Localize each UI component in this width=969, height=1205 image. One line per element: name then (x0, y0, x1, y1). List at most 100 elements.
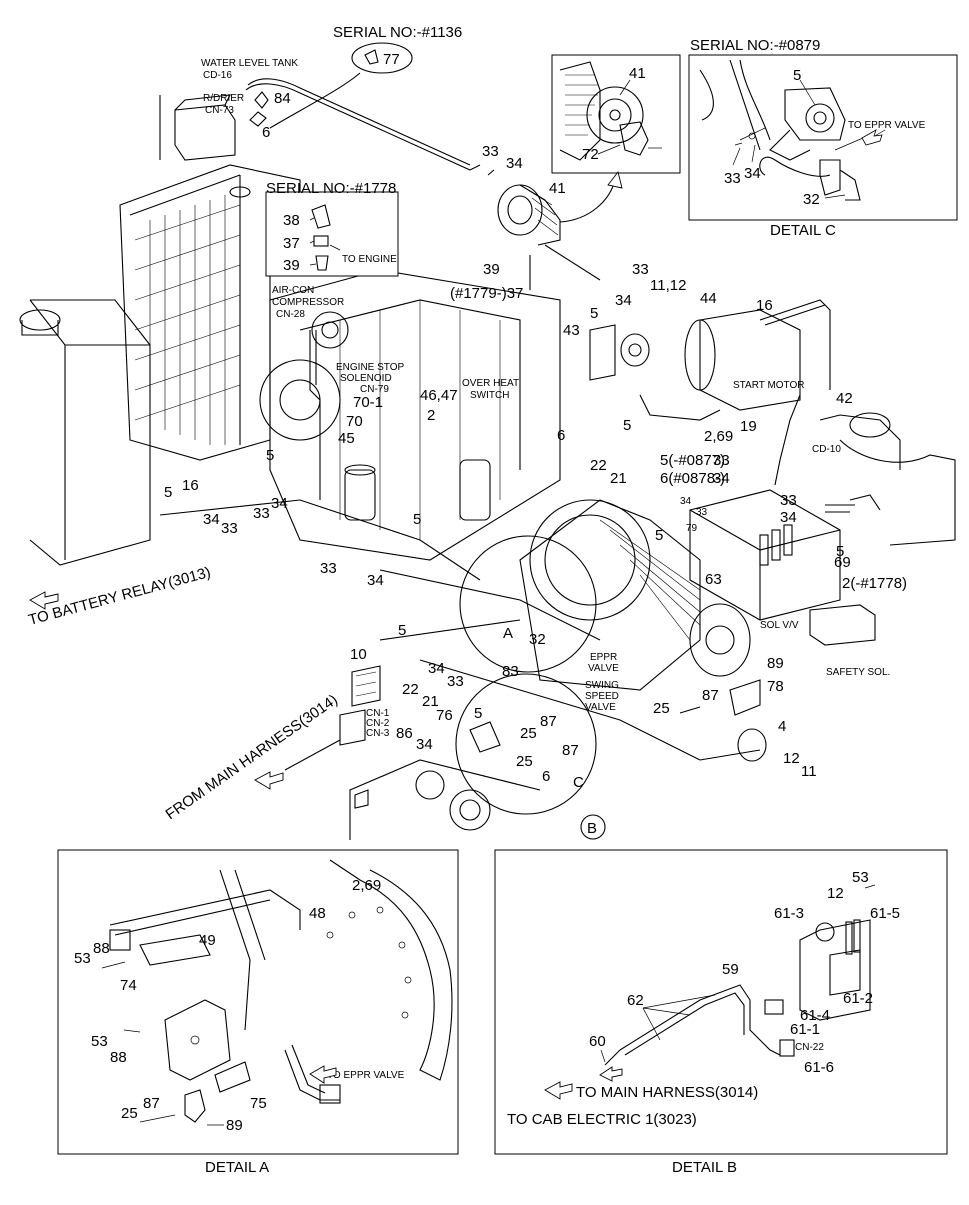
callout-37: 37 (283, 235, 300, 252)
callout-74: 74 (120, 977, 137, 994)
note-speed: SPEED (585, 691, 619, 702)
callout-34-far: 34 (780, 509, 797, 526)
lower-right-callouts: 89 78 87 25 4 12 11 (653, 655, 817, 780)
callout-21-mid: 21 (610, 470, 627, 487)
note-over-heat: OVER HEAT (462, 378, 519, 389)
note-to-cab-electric: TO CAB ELECTRIC 1(3023) (507, 1111, 697, 1128)
callout-33-left-b: 33 (253, 505, 270, 522)
serial-label-1778: SERIAL NO:-#1778 (266, 180, 396, 197)
callout-87-c1: 87 (540, 713, 557, 730)
callout-53-detail-b: 53 (852, 869, 869, 886)
callout-33-mid: 33 (713, 452, 730, 469)
note-cd16: CD-16 (203, 70, 232, 81)
note-valve-2: VALVE (585, 702, 616, 713)
detail-c-title: DETAIL C (770, 222, 836, 239)
note-to-main-harness-b: TO MAIN HARNESS(3014) (576, 1084, 758, 1101)
callout-5-lower: 5 (398, 622, 406, 639)
callout-42: 42 (836, 390, 853, 407)
callout-21-lower: 21 (422, 693, 439, 710)
callout-77: 77 (383, 51, 400, 68)
note-cn73: CN-73 (205, 105, 234, 116)
callout-33-left: 33 (221, 520, 238, 537)
callout-61-5: 61-5 (870, 905, 900, 922)
label-c: C (573, 774, 584, 791)
note-water-level-tank: WATER LEVEL TANK (201, 58, 298, 69)
callout-41-inset: 41 (629, 65, 646, 82)
callout-86: 86 (396, 725, 413, 742)
note-start-motor: START MOTOR (733, 380, 805, 391)
callout-5-center: 5 (413, 511, 421, 528)
note-solenoid: SOLENOID (340, 373, 392, 384)
callout-2-69-detail-a: 2,69 (352, 877, 381, 894)
callout-32-main: 32 (529, 631, 546, 648)
callout-16-left: 16 (182, 477, 199, 494)
callout-53-detail-a-1: 53 (74, 950, 91, 967)
callout-25-main: 25 (653, 700, 670, 717)
callout-69: 69 (834, 554, 851, 571)
note-eppr: EPPR (590, 652, 617, 663)
callout-79: 79 (686, 523, 698, 534)
callout-61-3: 61-3 (774, 905, 804, 922)
callout-12-detail-b: 12 (827, 885, 844, 902)
callout-53-detail-a-2: 53 (91, 1033, 108, 1050)
callout-41-main: 41 (549, 180, 566, 197)
callout-5-pump-a: 5 (655, 527, 663, 544)
callout-11-12: 11,12 (650, 277, 686, 294)
callout-45: 45 (338, 430, 355, 447)
note-cn1: CN-1 (366, 708, 390, 719)
callout-60: 60 (589, 1033, 606, 1050)
note-cn28: CN-28 (276, 309, 305, 320)
note-from-main-harness: FROM MAIN HARNESS(3014) (163, 691, 341, 823)
detail-a-panel: DETAIL A TO EPPR VALVE 2,69 48 49 88 53 … (57, 849, 459, 1176)
note-swing: SWING (585, 680, 619, 691)
callout-34-mid: 34 (713, 470, 730, 487)
callout-25-c2: 25 (516, 753, 533, 770)
callout-5-circle-c: 5 (474, 705, 482, 722)
pump-callouts: 6 22 21 5(-#0877) 6(#0878-) 33 34 33 34 … (519, 427, 907, 691)
callout-33-right: 33 (632, 261, 649, 278)
callout-19: 19 (740, 418, 757, 435)
callout-70-1: 70-1 (353, 394, 383, 411)
engine-left-callouts: AIR-CON COMPRESSOR CN-28 ENGINE STOP SOL… (272, 261, 523, 500)
callout-43: 43 (563, 322, 580, 339)
callout-34-bottom: 34 (416, 736, 433, 753)
detail-c-panel: SERIAL NO:-#0879 DETAIL C TO EPPR VALVE … (688, 37, 958, 239)
callout-2-1778: 2(-#1778) (842, 575, 907, 592)
callout-5-left-b: 5 (164, 484, 172, 501)
callout-6-top: 6 (262, 124, 270, 141)
harness-arrows: TO BATTERY RELAY(3013) FROM MAIN HARNESS… (27, 564, 341, 823)
callout-34-top: 34 (506, 155, 523, 172)
callout-63: 63 (705, 571, 722, 588)
water-tank-area: WATER LEVEL TANK CD-16 R/DRIER CN-73 84 … (159, 58, 471, 171)
callout-12-main: 12 (783, 750, 800, 767)
note-compressor: COMPRESSOR (272, 297, 344, 308)
callout-6-mid: 6 (557, 427, 565, 444)
engine-assembly (19, 164, 561, 566)
callout-89-main: 89 (767, 655, 784, 672)
callout-16-right: 16 (756, 297, 773, 314)
serial-1136-group: SERIAL NO:-#1136 77 (269, 24, 462, 129)
callout-37-1779: (#1779-)37 (450, 285, 523, 302)
callout-72: 72 (582, 146, 599, 163)
note-rdrier: R/DRIER (203, 93, 244, 104)
note-aircon: AIR-CON (272, 285, 314, 296)
start-motor-area: 33 34 11,12 44 16 5 43 5 START MOTOR 42 … (563, 261, 956, 546)
callout-76: 76 (436, 707, 453, 724)
callout-22-mid: 22 (590, 457, 607, 474)
callout-88-detail-a-2: 88 (110, 1049, 127, 1066)
callout-6-circle-c: 6 (542, 768, 550, 785)
note-cn3: CN-3 (366, 728, 390, 739)
pump-inset: 41 72 (551, 54, 681, 223)
note-to-eppr-valve-c: TO EPPR VALVE (848, 120, 926, 131)
callout-33-small: 33 (696, 507, 708, 518)
callout-25-detail-a: 25 (121, 1105, 138, 1122)
callout-34-center: 34 (367, 572, 384, 589)
callout-70: 70 (346, 413, 363, 430)
callout-4: 4 (778, 718, 786, 735)
callout-33-lower: 33 (447, 673, 464, 690)
callout-61-2: 61-2 (843, 990, 873, 1007)
callout-59: 59 (722, 961, 739, 978)
callout-34-detail-c: 34 (744, 165, 761, 182)
